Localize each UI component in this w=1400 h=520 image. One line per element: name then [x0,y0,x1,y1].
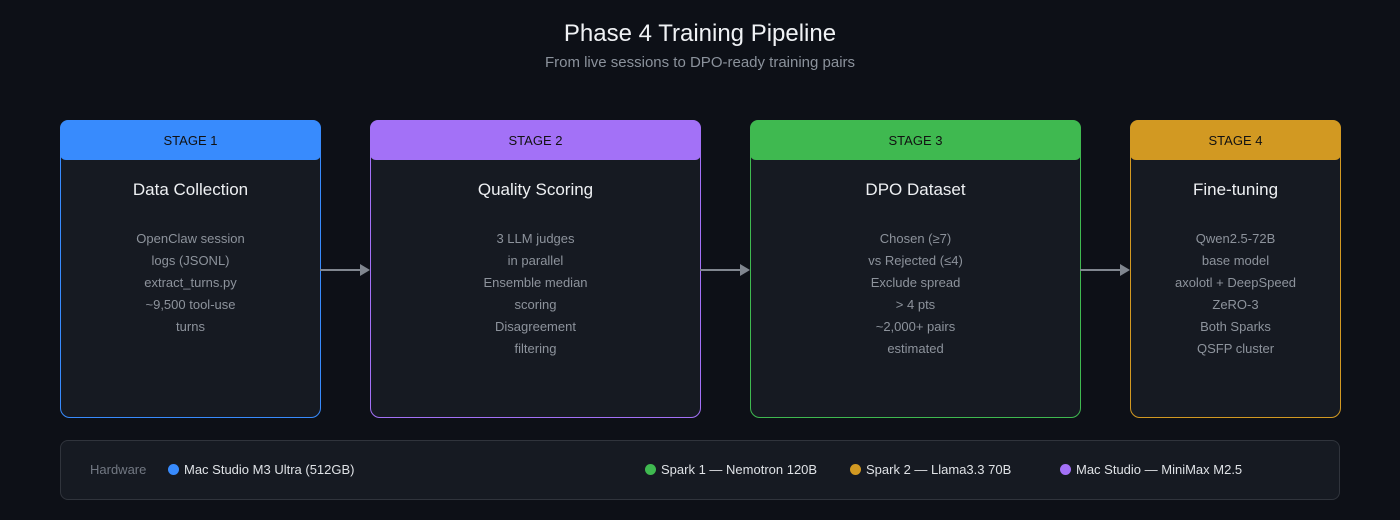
stage-line: ZeRO-3 [1212,297,1259,312]
stage-header: STAGE 1 [60,120,321,160]
legend-item: Mac Studio — MiniMax M2.5 [1060,462,1242,477]
stage-line: ~2,000+ pairs [875,319,956,334]
stage-line: QSFP cluster [1196,341,1275,356]
stage-line: > 4 pts [895,297,936,312]
stage-title: Data Collection [132,180,249,199]
hardware-legend [60,440,1340,500]
stage-line: extract_turns.py [144,275,237,290]
hardware-label: Hardware [90,462,147,477]
stage-description: Chosen (≥7) vs Rejected (≤4) Exclude sprea… [751,228,1080,360]
stage-title: DPO Dataset [865,180,966,199]
stage-description: Qwen2.5-72B base model axolotl + DeepSpeed… [1131,228,1340,360]
stage-line: 3 LLM judges [496,231,575,246]
stage-line: Disagreement [495,319,576,334]
legend-label: Spark 2 — Llama3.3 70B [866,462,1012,477]
stage-line: vs Rejected (≤4) [868,253,963,268]
stage-line: OpenClaw session [136,231,245,246]
stage-line: Ensemble median [483,275,588,290]
stage-line: logs (JSONL) [151,253,230,268]
stage-line: ~9,500 tool-use [145,297,236,312]
arrow-3-4 [1080,264,1130,276]
stage-title: Quality Scoring [477,180,594,199]
legend-dot-icon [168,464,179,475]
stage-header: STAGE 3 [750,120,1081,160]
stage-line: turns [176,319,205,334]
arrow-1-2 [320,264,370,276]
stage-title: Fine-tuning [1192,180,1279,199]
stage-line: Qwen2.5-72B [1195,231,1276,246]
stage-line: scoring [514,297,557,312]
legend-item: Mac Studio M3 Ultra (512GB) [168,462,355,477]
stage-line: estimated [887,341,944,356]
stage-card-2: STAGE 2 Quality Scoring 3 LLM judges in par… [370,120,701,418]
legend-dot-icon [850,464,861,475]
stage-line: Both Sparks [1200,319,1271,334]
legend-label: Mac Studio — MiniMax M2.5 [1076,462,1243,477]
legend-dot-icon [645,464,656,475]
stage-header: STAGE 4 [1130,120,1341,160]
legend-label: Mac Studio M3 Ultra (512GB) [184,462,355,477]
legend-dot-icon [1060,464,1071,475]
stage-line: Chosen (≥7) [879,231,952,246]
stage-line: in parallel [507,253,564,268]
page-subtitle: From live sessions to DPO-ready training… [544,54,856,71]
stage-line: filtering [514,341,557,356]
stage-line: base model [1201,253,1270,268]
legend-item: Spark 2 — Llama3.3 70B [850,462,1011,477]
page-title: Phase 4 Training Pipeline [563,20,837,47]
stage-header: STAGE 2 [370,120,701,160]
stage-description: OpenClaw session logs (JSONL) extract_turn… [61,228,320,338]
legend-item: Spark 1 — Nemotron 120B [645,462,817,477]
arrow-2-3 [700,264,750,276]
stage-line: axolotl + DeepSpeed [1174,275,1297,290]
stage-line: Exclude spread [870,275,961,290]
legend-label: Spark 1 — Nemotron 120B [661,462,818,477]
